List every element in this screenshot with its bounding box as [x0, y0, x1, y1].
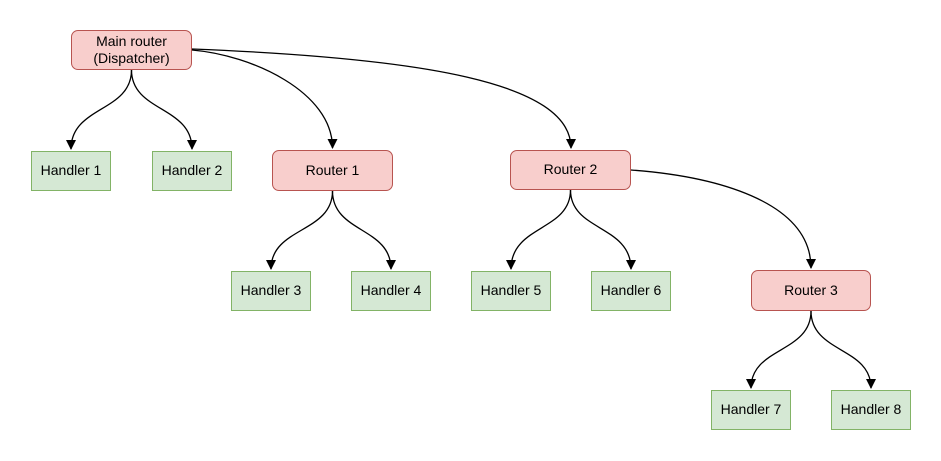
node-router-2: Router 2 [510, 150, 631, 190]
edge-router2-to-handler5 [506, 189, 572, 270]
edge-router1-to-handler4 [331, 190, 396, 270]
node-handler-8: Handler 8 [831, 390, 911, 430]
node-handler-2: Handler 2 [152, 151, 232, 191]
edge-router3-to-handler7 [746, 310, 812, 389]
edge-main-to-router1 [191, 49, 338, 149]
node-handler-1: Handler 1 [31, 151, 111, 191]
node-router-1: Router 1 [272, 150, 393, 191]
edge-main-to-handler2 [130, 69, 197, 150]
edge-router2-to-router3 [630, 169, 816, 269]
node-handler-4: Handler 4 [351, 271, 431, 311]
edge-router2-to-handler6 [569, 189, 636, 270]
node-handler-3: Handler 3 [231, 271, 311, 311]
node-router-3: Router 3 [751, 270, 871, 311]
edge-router3-to-handler8 [810, 310, 876, 389]
node-main-router: Main router (Dispatcher) [71, 30, 192, 70]
node-handler-7: Handler 7 [711, 390, 791, 430]
edge-main-to-handler1 [66, 69, 133, 150]
node-handler-5: Handler 5 [471, 271, 551, 311]
node-handler-6: Handler 6 [591, 271, 671, 311]
edge-router1-to-handler3 [266, 190, 334, 270]
edge-main-to-router2 [191, 48, 576, 149]
